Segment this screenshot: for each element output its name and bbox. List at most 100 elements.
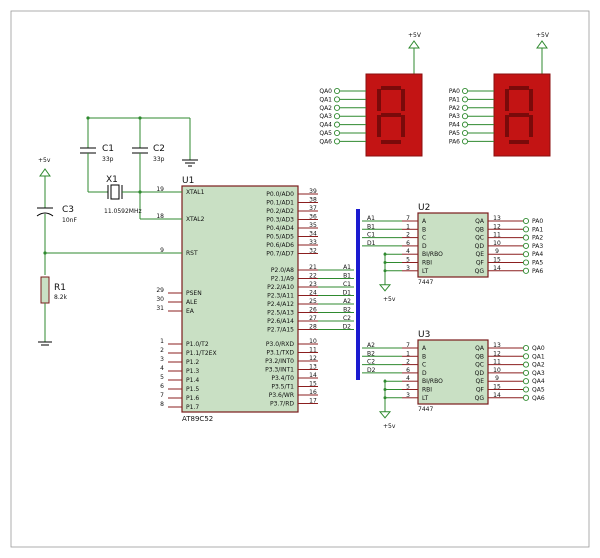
decoder-body xyxy=(417,212,489,278)
decoder-pin-label: LT xyxy=(422,268,429,275)
output-net-label: QA0 xyxy=(532,345,545,352)
decoder-pin-label: QE xyxy=(475,251,484,258)
mcu-left-pins: XTAL119XTAL218RST9PSEN29ALE30EA31P1.0/T2… xyxy=(156,186,216,411)
mcu-pin-label: P0.4/AD4 xyxy=(266,225,294,232)
reset-circuit: +5v C3 10nF R1 8.2k xyxy=(36,157,182,346)
mcu-pin-number: 33 xyxy=(309,239,317,246)
mcu-pin-label: P0.1/AD1 xyxy=(266,200,294,207)
bus-net-label: D1 xyxy=(367,240,376,247)
display-net-label: PA4 xyxy=(449,122,460,129)
decoder-pin-number: 14 xyxy=(493,392,501,399)
mcu-pin-label: P2.1/A9 xyxy=(271,276,294,283)
decoders: U27447A7A1B1B1C2C1D6D1BI/RBO4RBI5LT3+5vQ… xyxy=(362,203,545,430)
mcu-pin-label: P2.7/A15 xyxy=(267,327,294,334)
terminal xyxy=(333,87,341,95)
decoder-ref: U2 xyxy=(418,203,430,213)
decoder-pin-label: LT xyxy=(422,395,429,402)
decoder-pin-label: A xyxy=(422,345,427,352)
mcu-pin-label: P3.7/RD xyxy=(270,401,294,408)
decoder-pin-label: BI/RBO xyxy=(422,251,443,258)
mcu-pin-label: P2.4/A12 xyxy=(267,301,294,308)
segment xyxy=(529,115,533,137)
display-net-label: QA3 xyxy=(319,113,332,120)
decoder-pin-number: 6 xyxy=(406,240,410,247)
decoder-pin-number: 4 xyxy=(406,375,410,382)
seven-segment-displays: +5V +5V QA0QA1QA2QA3QA4QA5QA6PA0PA1PA2PA… xyxy=(319,32,551,157)
bus-net-label: C1 xyxy=(343,281,351,288)
resistor-r1 xyxy=(40,276,50,304)
display-net-label: QA1 xyxy=(319,96,332,103)
decoder-pin-label: QD xyxy=(475,243,485,250)
mcu-pin-number: 12 xyxy=(309,355,317,362)
terminal xyxy=(522,242,530,249)
mcu-pin-number: 4 xyxy=(160,365,164,372)
mcu-pin-label: P1.7 xyxy=(186,404,199,411)
segment xyxy=(509,86,529,90)
decoder-pin-number: 7 xyxy=(406,215,410,222)
decoder-pin-number: 5 xyxy=(406,257,410,264)
mcu-pin-number: 21 xyxy=(309,264,317,271)
terminal xyxy=(522,353,530,360)
c1-value: 33p xyxy=(102,156,114,163)
decoder-pin-number: 3 xyxy=(406,265,410,272)
mcu-pin-number: 31 xyxy=(156,305,164,312)
decoder-pin-label: QC xyxy=(475,362,484,369)
mcu-pin-label: RST xyxy=(186,250,198,257)
output-net-label: QA4 xyxy=(532,378,545,385)
output-net-label: PA6 xyxy=(532,268,543,275)
mcu-pin-number: 5 xyxy=(160,374,164,381)
mcu-pin-label: EA xyxy=(186,308,195,315)
output-net-label: QA6 xyxy=(532,395,545,402)
crystal-circuit: C1 33p C2 33p X1 11.0592MHz xyxy=(80,116,198,220)
display-net-label: PA3 xyxy=(449,113,460,120)
bus-net-label: A1 xyxy=(343,264,351,271)
output-net-label: PA5 xyxy=(532,260,543,267)
mcu-pin-label: P0.0/AD0 xyxy=(266,191,294,198)
decoder-pin-label: QG xyxy=(475,268,485,275)
bus-net-label: C1 xyxy=(367,232,375,239)
terminal xyxy=(522,394,530,401)
mcu-pin-number: 35 xyxy=(309,222,317,229)
decoder-pin-label: QB xyxy=(475,226,484,233)
decoder-pin-label: B xyxy=(422,353,426,360)
mcu-pin-number: 38 xyxy=(309,197,317,204)
mcu-pin-number: 36 xyxy=(309,214,317,221)
r1-value: 8.2k xyxy=(54,294,68,301)
c3-value: 10nF xyxy=(62,217,77,224)
terminal xyxy=(461,96,469,103)
mcu-ref: U1 xyxy=(182,176,194,186)
decoder-u2: U27447A7A1B1B1C2C1D6D1BI/RBO4RBI5LT3+5vQ… xyxy=(362,203,543,303)
mcu-pin-number: 19 xyxy=(156,186,164,193)
c1-ref: C1 xyxy=(102,144,114,154)
mcu-pin-label: P2.2/A10 xyxy=(267,284,294,291)
mcu-pin-number: 7 xyxy=(160,392,164,399)
terminal xyxy=(333,138,341,145)
vcc-arrow xyxy=(378,411,392,419)
terminal xyxy=(522,386,530,393)
decoder-pin-label: QF xyxy=(476,387,485,394)
output-net-label: PA0 xyxy=(532,218,543,225)
bus-net-label: A2 xyxy=(367,342,375,349)
mcu-pin-label: P1.2 xyxy=(186,359,199,366)
mcu-pin-label: P1.6 xyxy=(186,395,199,402)
mcu-pin-number: 24 xyxy=(309,290,317,297)
mcu-pin-label: P0.7/AD7 xyxy=(266,251,294,258)
vcc-arrow xyxy=(408,40,420,49)
display-net-label: PA5 xyxy=(449,130,460,137)
mcu-pin-label: PSEN xyxy=(186,290,202,297)
decoder-pin-number: 9 xyxy=(495,375,499,382)
mcu-pin-label: P2.0/A8 xyxy=(271,267,294,274)
mcu-pin-number: 18 xyxy=(156,213,164,220)
r1-ref: R1 xyxy=(54,283,66,293)
mcu-pin-number: 17 xyxy=(309,398,317,405)
display-net-label: PA1 xyxy=(449,96,460,103)
vcc-arrow-reset xyxy=(39,168,51,177)
decoder-pin-label: D xyxy=(422,370,427,377)
segment xyxy=(401,115,405,137)
output-net-label: PA2 xyxy=(532,235,543,242)
vcc-arrow xyxy=(536,40,548,49)
